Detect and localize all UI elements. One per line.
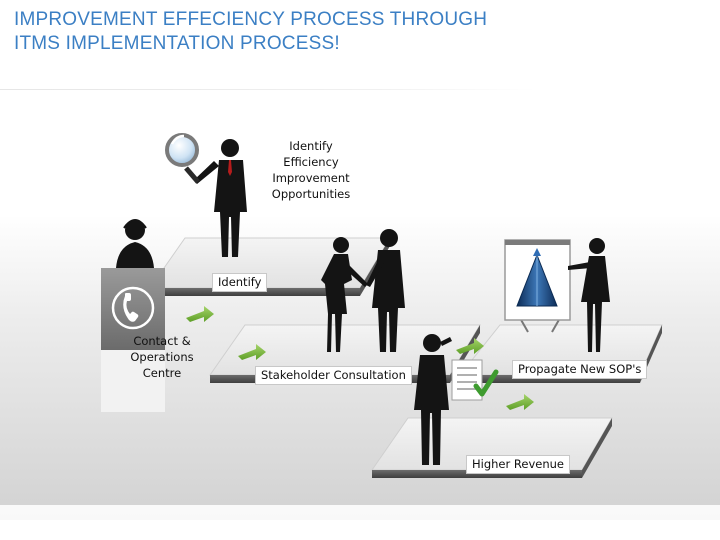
contact-centre-block (101, 268, 165, 412)
identify-opportunities-line-2: Efficiency (283, 155, 339, 169)
presenter-woman-figure (568, 238, 610, 352)
identify-opportunities-label: Identify Efficiency Improvement Opportun… (262, 138, 360, 202)
title-line-2: ITMS IMPLEMENTATION PROCESS! (14, 33, 340, 54)
phone-call-man-figure (414, 334, 452, 465)
flow-arrow-2-icon (238, 344, 266, 360)
contact-centre-line-2: Operations (130, 350, 194, 364)
operator-figure (116, 219, 154, 268)
man-handshake-figure (366, 229, 405, 352)
contact-centre-line-3: Centre (142, 366, 182, 380)
step-label-propagate-sops: Propagate New SOP's (512, 360, 648, 379)
identify-opportunities-line-3: Improvement (272, 171, 350, 185)
step-label-identify: Identify (212, 273, 268, 292)
step-platform-1 (149, 237, 391, 296)
magnifying-glass-icon (165, 133, 199, 167)
identify-opportunities-line-1: Identify (289, 139, 333, 153)
phone-icon (111, 286, 155, 330)
title-divider (0, 89, 536, 90)
checklist-document-icon (451, 359, 483, 401)
identify-opportunities-line-4: Opportunities (271, 187, 351, 201)
contact-centre-line-1: Contact & (133, 334, 191, 348)
step-label-higher-revenue: Higher Revenue (466, 455, 570, 474)
check-mark-icon (473, 369, 499, 397)
page-title: IMPROVEMENT EFFECIENCY PROCESS THROUGH I… (14, 8, 574, 56)
pyramid-chart-icon (516, 248, 558, 307)
flow-arrow-3-icon (456, 338, 484, 354)
magnifier-man-figure (184, 139, 247, 257)
contact-centre-label: Contact & Operations Centre (108, 333, 216, 381)
flow-arrow-1-icon (186, 306, 214, 322)
woman-handshake-figure (321, 237, 368, 352)
title-line-1: IMPROVEMENT EFFECIENCY PROCESS THROUGH (14, 9, 488, 30)
flow-arrow-4-icon (506, 394, 534, 410)
floor-fade (0, 505, 720, 540)
step-label-stakeholder-consultation: Stakeholder Consultation (255, 366, 412, 385)
